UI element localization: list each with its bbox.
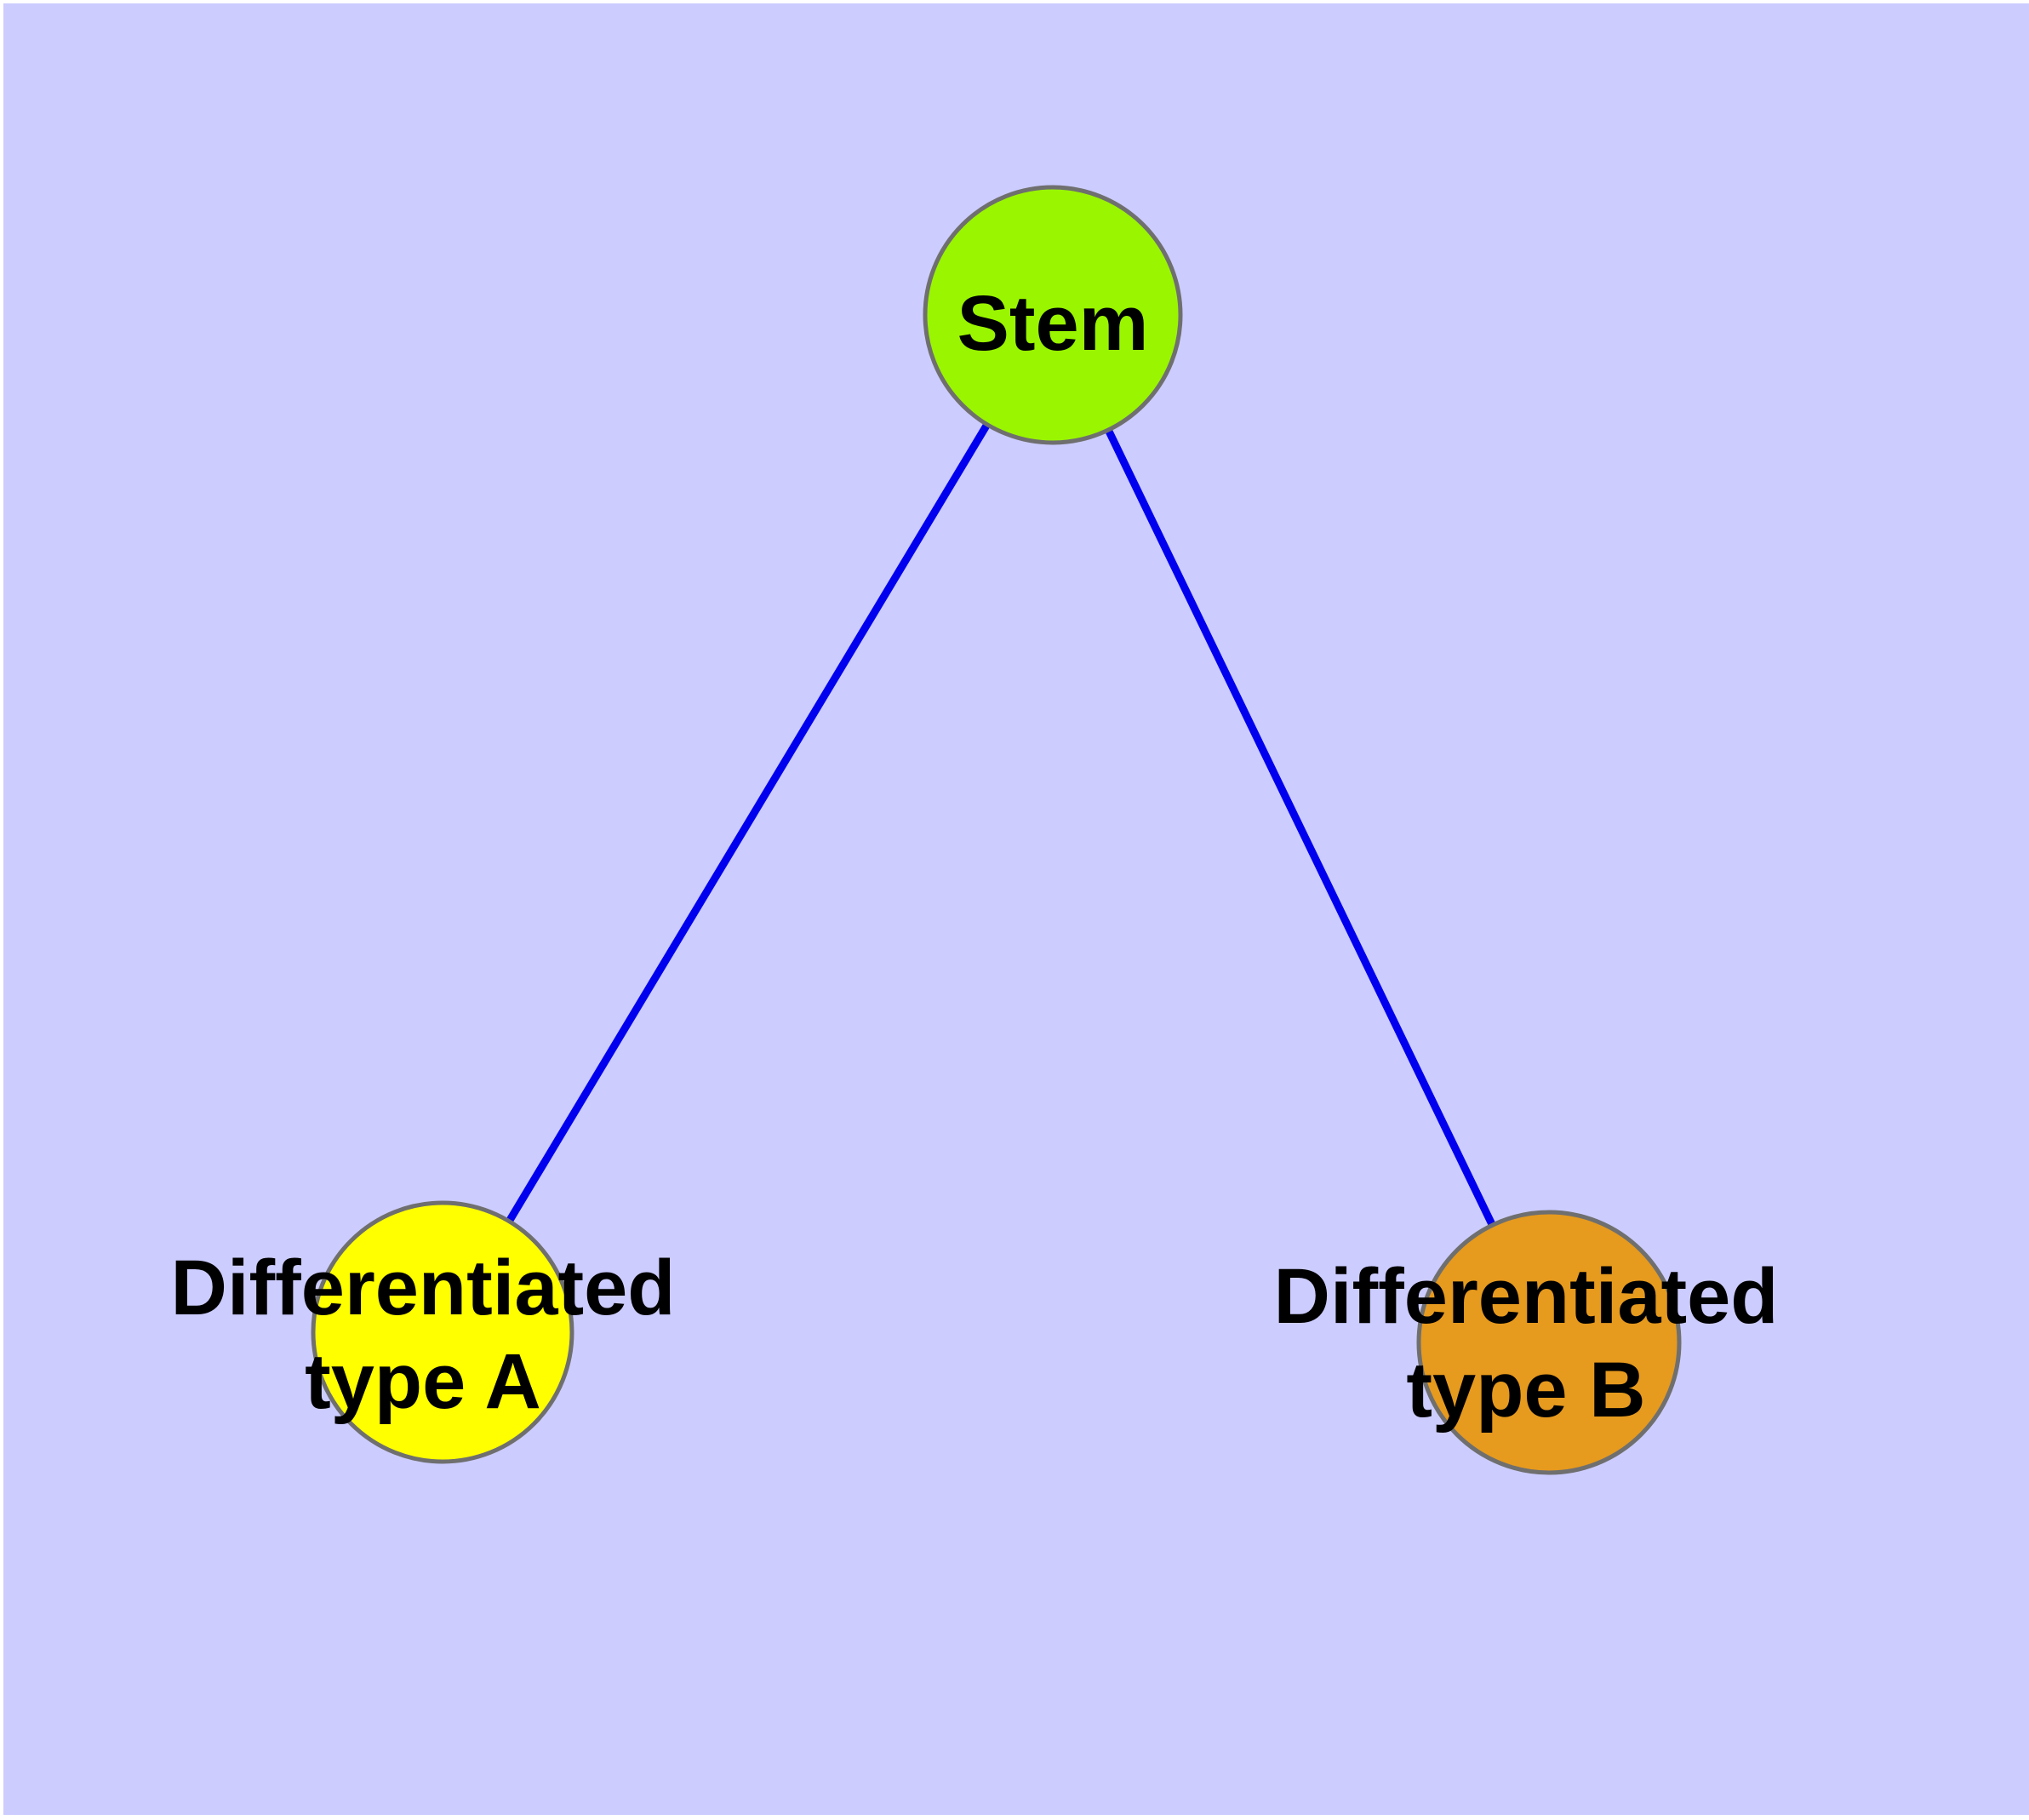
node-label-stem: Stem — [957, 277, 1149, 370]
node-differentiated-type-b — [1416, 1210, 1682, 1475]
graph-canvas — [3, 3, 2029, 1815]
edge-stem-to-type-b — [1049, 313, 1553, 1344]
node-label-stem-text: Stem — [957, 280, 1149, 367]
node-label-differentiated-type-a: Differentiated type A — [171, 1241, 676, 1428]
edge-stem-to-type-a — [439, 312, 1056, 1335]
plot-background: Stem Differentiated type A Differentiate… — [3, 3, 2029, 1815]
node-label-type-a-line2: type A — [305, 1338, 541, 1425]
node-label-type-b-line1: Differentiated — [1273, 1253, 1779, 1340]
node-label-type-a-line1: Differentiated — [170, 1245, 676, 1331]
node-stem — [923, 185, 1183, 445]
node-label-differentiated-type-b: Differentiated type B — [1274, 1250, 1779, 1437]
node-label-type-b-line2: type B — [1406, 1347, 1646, 1434]
node-differentiated-type-a — [311, 1200, 574, 1464]
